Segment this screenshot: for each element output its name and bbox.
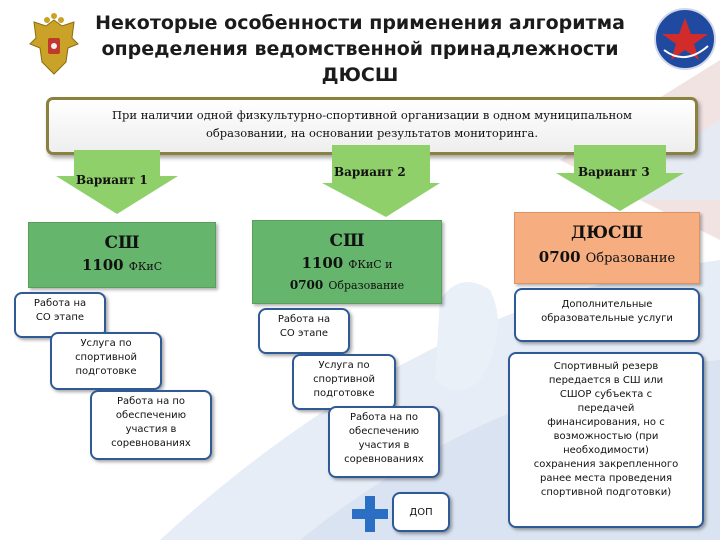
title-line-2: определения ведомственной принадлежности… bbox=[101, 38, 619, 86]
variant-1-chip-3: Работа на по обеспечению участия в сорев… bbox=[90, 390, 212, 460]
variant-3-arrow bbox=[556, 145, 684, 211]
chip-line: Дополнительные bbox=[561, 299, 653, 310]
dop-chip: ДОП bbox=[392, 492, 450, 532]
chip-line: обеспечению bbox=[348, 426, 420, 437]
banner-line-2: образовании, на основании результатов мо… bbox=[205, 126, 539, 140]
chip-line: участия в bbox=[358, 440, 410, 451]
chip-line: Работа на bbox=[33, 298, 87, 309]
banner-line-1: При наличии одной физкультурно-спортивно… bbox=[112, 108, 632, 122]
chip-line: Работа на bbox=[277, 314, 331, 325]
variant-3-card-sub: Образование bbox=[585, 251, 676, 266]
chip-line: Спортивный резерв bbox=[553, 361, 659, 372]
variant-3-label: Вариант 3 bbox=[578, 165, 650, 179]
variant-1-chip-2: Услуга по спортивной подготовке bbox=[50, 332, 162, 390]
variant-3-card-code: 0700 bbox=[538, 248, 581, 266]
chip-line: возможностью (при bbox=[553, 431, 659, 442]
variant-2-label: Вариант 2 bbox=[334, 165, 406, 179]
page-title: Некоторые особенности применения алгорит… bbox=[60, 10, 660, 88]
chip-line: СО этапе bbox=[35, 312, 85, 323]
variant-2-card: СШ 1100 ФКиС и 0700 Образование bbox=[252, 220, 442, 304]
variant-2-chip-1: Работа на СО этапе bbox=[258, 308, 350, 354]
chip-line: передается в СШ или bbox=[548, 375, 664, 386]
variant-2-card-name: СШ bbox=[329, 231, 365, 251]
variant-3-chip-2: Спортивный резерв передается в СШ или СШ… bbox=[508, 352, 704, 528]
chip-line: Услуга по bbox=[80, 338, 132, 349]
variant-3-card-name: ДЮСШ bbox=[570, 223, 644, 243]
variant-1-card: СШ 1100 ФКиС bbox=[28, 222, 216, 288]
chip-line: соревнованиях bbox=[111, 438, 191, 449]
variant-3-card: ДЮСШ 0700 Образование bbox=[514, 212, 700, 284]
variant-1-chip-1: Работа на СО этапе bbox=[14, 292, 106, 338]
variant-1-card-sub: ФКиС bbox=[128, 260, 163, 273]
variant-2-card-code: 1100 bbox=[301, 254, 344, 272]
chip-line: образовательные услуги bbox=[541, 313, 673, 324]
chip-line: необходимости) bbox=[563, 445, 649, 456]
variant-1-card-code: 1100 bbox=[81, 256, 124, 274]
chip-line: Работа на по bbox=[349, 412, 419, 423]
dop-label: ДОП bbox=[409, 507, 433, 518]
title-line-1: Некоторые особенности применения алгорит… bbox=[95, 12, 625, 34]
variant-1-card-name: СШ bbox=[104, 233, 140, 253]
variant-2-arrow bbox=[322, 145, 440, 217]
variant-2-chip-2: Услуга по спортивной подготовке bbox=[292, 354, 396, 410]
chip-line: спортивной bbox=[75, 352, 137, 363]
variant-1-arrow bbox=[56, 150, 178, 214]
chip-line: спортивной подготовки) bbox=[540, 487, 672, 498]
variant-2-card-sub: ФКиС и bbox=[348, 258, 393, 271]
chip-line: подготовке bbox=[313, 388, 375, 399]
chip-line: участия в bbox=[125, 424, 177, 435]
variant-1-label: Вариант 1 bbox=[76, 173, 148, 187]
chip-line: сохранения закрепленного bbox=[533, 459, 679, 470]
chip-line: СШОР субъекта с bbox=[559, 389, 653, 400]
chip-line: обеспечению bbox=[115, 410, 187, 421]
chip-line: передачей bbox=[577, 403, 635, 414]
chip-line: СО этапе bbox=[279, 328, 329, 339]
chip-line: Услуга по bbox=[318, 360, 370, 371]
ministry-logo-icon bbox=[654, 8, 716, 70]
chip-line: спортивной bbox=[313, 374, 375, 385]
russian-emblem-icon bbox=[29, 13, 79, 75]
chip-line: финансирования, но с bbox=[547, 417, 665, 428]
variant-2-chip-3: Работа на по обеспечению участия в сорев… bbox=[328, 406, 440, 478]
variant-2-card-code-2: 0700 bbox=[289, 278, 324, 292]
plus-icon bbox=[352, 496, 388, 532]
chip-line: ранее места проведения bbox=[540, 473, 672, 484]
chip-line: соревнованиях bbox=[344, 454, 424, 465]
variant-2-card-sub-2: Образование bbox=[328, 279, 405, 292]
variant-3-chip-1: Дополнительные образовательные услуги bbox=[514, 288, 700, 342]
chip-line: подготовке bbox=[75, 366, 137, 377]
chip-line: Работа на по bbox=[116, 396, 186, 407]
